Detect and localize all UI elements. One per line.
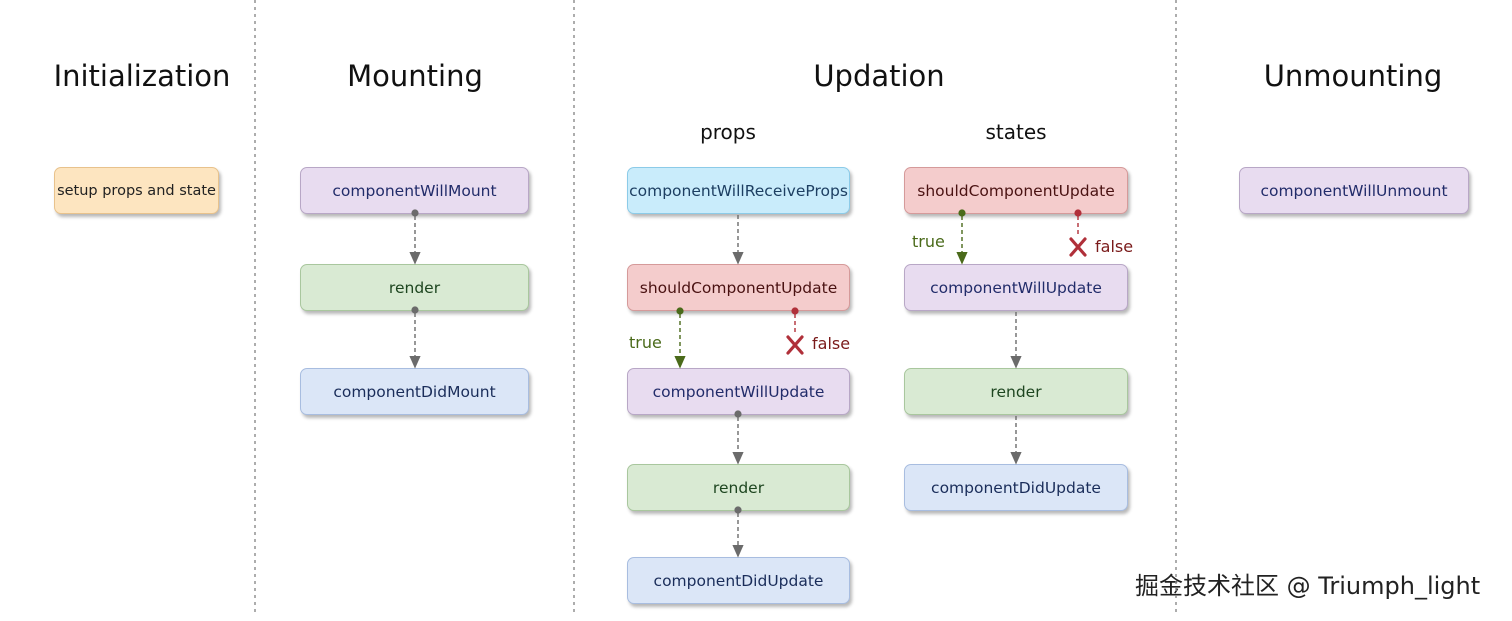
- box-component-will-unmount: componentWillUnmount: [1239, 167, 1469, 214]
- props-true-label: true: [629, 333, 662, 352]
- box-props-component-did-update: componentDidUpdate: [627, 557, 850, 604]
- props-false-label: false: [812, 334, 851, 353]
- title-initialization: Initialization: [53, 59, 231, 93]
- box-component-did-mount: componentDidMount: [300, 368, 529, 415]
- box-setup-props-and-state: setup props and state: [54, 167, 219, 214]
- title-mounting: Mounting: [347, 59, 483, 93]
- box-props-component-will-update: componentWillUpdate: [627, 368, 850, 415]
- box-states-component-did-update: componentDidUpdate: [904, 464, 1128, 511]
- subtitle-states: states: [985, 120, 1047, 144]
- box-component-will-receive-props: componentWillReceiveProps: [627, 167, 850, 214]
- box-props-render: render: [627, 464, 850, 511]
- box-props-should-component-update: shouldComponentUpdate: [627, 264, 850, 311]
- box-states-should-component-update: shouldComponentUpdate: [904, 167, 1128, 214]
- watermark: 掘金技术社区 @ Triumph_light: [1135, 572, 1481, 600]
- box-component-will-mount: componentWillMount: [300, 167, 529, 214]
- box-states-render: render: [904, 368, 1128, 415]
- states-true-label: true: [912, 232, 945, 251]
- title-updation: Updation: [813, 59, 945, 93]
- title-unmounting: Unmounting: [1263, 59, 1443, 93]
- subtitle-props: props: [700, 120, 756, 144]
- states-false-label: false: [1095, 237, 1134, 256]
- box-mount-render: render: [300, 264, 529, 311]
- box-states-component-will-update: componentWillUpdate: [904, 264, 1128, 311]
